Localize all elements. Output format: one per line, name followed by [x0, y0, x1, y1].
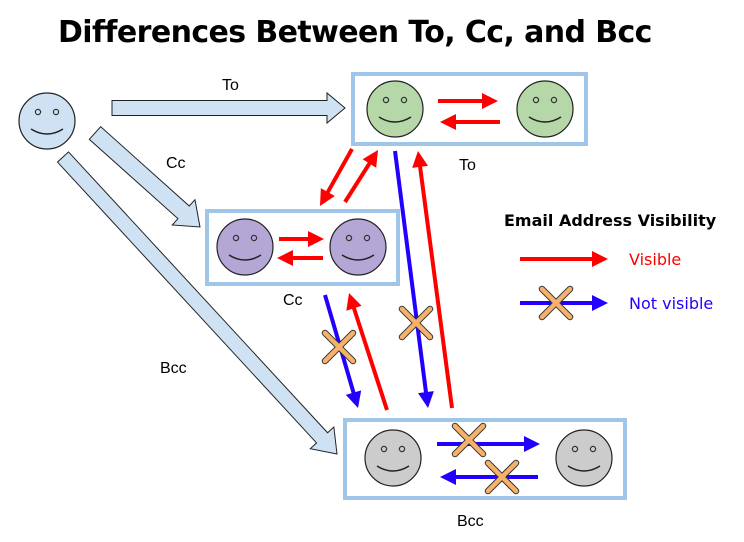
cross-icon [451, 422, 487, 458]
legend-title: Email Address Visibility [504, 211, 717, 230]
arrow-cc-to-bcc-head [345, 390, 362, 408]
arrow-cc-internal-right-head [308, 231, 324, 247]
arrow-cc-internal-left [277, 250, 323, 266]
bcc-recipient-1-face-icon [364, 429, 422, 487]
arrow-bcc-internal-left-head [440, 469, 456, 485]
arrow-to-internal-right [438, 93, 498, 109]
cross-icon [484, 459, 520, 495]
send-label-to: To [222, 77, 239, 94]
arrow-to-to-bcc [393, 150, 434, 408]
sender-face-icon [18, 92, 76, 150]
group-bcc-label: Bcc [457, 513, 484, 530]
legend: Email Address Visibility Visible Not vis… [504, 211, 717, 321]
legend-not-visible-label: Not visible [629, 294, 713, 313]
arrow-to-to-bcc-head [418, 391, 434, 408]
visibility-arrows [277, 93, 540, 495]
arrow-bcc-internal-left [440, 459, 538, 495]
cross-icon [321, 329, 357, 365]
to-recipient-2-face-icon [516, 80, 574, 138]
arrow-to-to-cc-shaft [325, 148, 354, 195]
cross-icon [538, 285, 574, 321]
legend-visible-arrow-head [592, 251, 608, 267]
cc-recipient-2-face-icon [329, 218, 387, 276]
arrow-bcc-internal-right [437, 422, 540, 458]
legend-arrows [520, 251, 608, 321]
arrow-to-internal-right-head [482, 93, 498, 109]
cross-icon [398, 305, 434, 341]
arrow-cc-to-to-shaft [343, 160, 373, 204]
arrow-cc-to-to [343, 150, 378, 204]
group-to-label: To [459, 157, 476, 174]
legend-visible-label: Visible [629, 250, 681, 269]
arrow-to-to-bcc-shaft [393, 150, 429, 395]
arrow-bcc-to-to-shaft [417, 164, 454, 409]
arrow-bcc-internal-right-head [524, 436, 540, 452]
send-label-cc: Cc [166, 155, 186, 172]
cc-recipient-1-face-icon [216, 218, 274, 276]
send-arrows [56, 91, 346, 455]
send-arrow-bcc [56, 151, 338, 455]
group-to: To [351, 72, 588, 174]
arrow-cc-to-to-head [362, 150, 378, 168]
legend-not-visible-arrow-head [592, 295, 608, 311]
legend-visible-arrow [520, 251, 608, 267]
arrow-bcc-to-cc-shaft [351, 305, 389, 411]
arrow-bcc-to-to [412, 151, 454, 409]
legend-not-visible-arrow [520, 285, 608, 321]
arrow-to-to-cc [320, 148, 354, 206]
arrow-cc-internal-right [279, 231, 324, 247]
group-cc: Cc [205, 209, 400, 309]
diagram-title: Differences Between To, Cc, and Bcc [58, 15, 652, 50]
group-cc-label: Cc [283, 292, 303, 309]
send-arrow-cc [88, 125, 201, 228]
send-arrow-to [111, 91, 346, 125]
bcc-recipient-2-face-icon [555, 429, 613, 487]
arrow-bcc-to-cc-head [346, 293, 362, 311]
arrow-cc-internal-left-head [277, 250, 293, 266]
arrow-to-internal-left [440, 114, 500, 130]
group-bcc: Bcc [343, 418, 627, 530]
arrow-to-to-cc-head [320, 188, 335, 206]
arrow-cc-to-bcc [321, 294, 362, 408]
arrow-to-internal-left-head [440, 114, 456, 130]
arrow-bcc-to-cc [346, 293, 389, 411]
arrow-bcc-to-to-head [412, 151, 429, 168]
send-label-bcc: Bcc [160, 360, 187, 377]
to-recipient-1-face-icon [366, 80, 424, 138]
